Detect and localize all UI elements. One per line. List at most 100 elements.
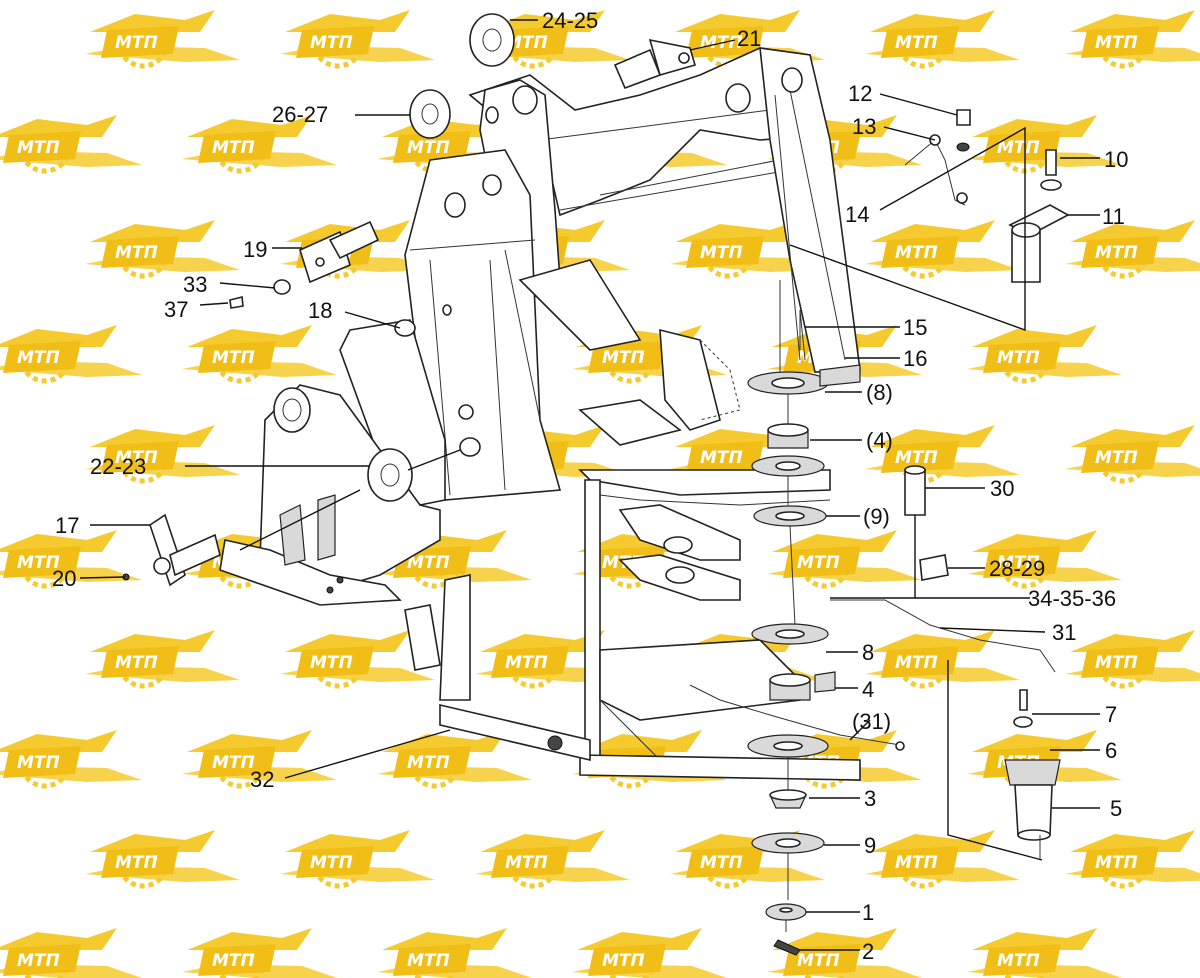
callout-12: 12 xyxy=(848,81,872,106)
watermark-logo: МТП xyxy=(85,220,240,276)
watermark-text: МТП xyxy=(1095,243,1138,263)
callout-15: 15 xyxy=(903,315,927,340)
watermark-logo: МТП xyxy=(475,630,630,686)
watermark-logo: МТП xyxy=(182,325,337,381)
watermark-logo: МТП xyxy=(182,115,337,171)
watermark-text: МТП xyxy=(505,33,548,53)
watermark-logo: МТП xyxy=(0,530,142,586)
loose-parts xyxy=(122,13,1070,860)
watermark-logo: МТП xyxy=(865,220,1020,276)
watermark-text: МТП xyxy=(997,348,1040,368)
callout-13: 13 xyxy=(852,114,876,139)
callout-26-27: 26-27 xyxy=(272,102,328,127)
callout-28-29: 28-29 xyxy=(989,556,1045,581)
leader-lines xyxy=(79,19,1100,951)
watermark-logo: МТП xyxy=(85,425,240,481)
callout-4-paren: (4) xyxy=(866,428,893,453)
watermark-logo: МТП xyxy=(865,425,1020,481)
callout-19: 19 xyxy=(243,237,267,262)
watermark-text: МТП xyxy=(212,348,255,368)
watermark-text: МТП xyxy=(17,553,60,573)
watermark-text: МТП xyxy=(1095,853,1138,873)
watermark-logo: МТП xyxy=(967,928,1122,978)
callout-2: 2 xyxy=(862,939,874,964)
watermark-text: МТП xyxy=(1095,653,1138,673)
callout-5: 5 xyxy=(1110,796,1122,821)
watermark-text: МТП xyxy=(310,653,353,673)
watermark-text: МТП xyxy=(1095,448,1138,468)
watermark-text: МТП xyxy=(602,951,645,971)
watermark-logo: МТП xyxy=(85,830,240,886)
watermark-logo: МТП xyxy=(670,425,825,481)
watermark-logo: МТП xyxy=(967,530,1122,586)
watermark-logo: МТП xyxy=(377,115,532,171)
watermark-logo: МТП xyxy=(280,630,435,686)
watermark-logo: МТП xyxy=(377,928,532,978)
watermark-logo: МТП xyxy=(1065,830,1200,886)
watermark-text: МТП xyxy=(895,243,938,263)
watermark-logo: МТП xyxy=(572,928,727,978)
watermark-text: МТП xyxy=(212,753,255,773)
callout-20: 20 xyxy=(52,566,76,591)
watermark-text: МТП xyxy=(700,448,743,468)
watermark-logo: МТП xyxy=(865,630,1020,686)
watermark-logo: МТП xyxy=(0,730,142,786)
callout-8-paren: (8) xyxy=(866,380,893,405)
callout-1: 1 xyxy=(862,900,874,925)
callout-30: 30 xyxy=(990,476,1014,501)
watermark-text: МТП xyxy=(1095,33,1138,53)
upper-hinge-stack xyxy=(747,280,829,626)
watermark-logo: МТП xyxy=(280,830,435,886)
watermark-text: МТП xyxy=(17,348,60,368)
watermark-text: МТП xyxy=(17,951,60,971)
watermark-logo: МТП xyxy=(1065,10,1200,66)
watermark-logo: МТП xyxy=(1065,425,1200,481)
watermark-logo: МТП xyxy=(670,830,825,886)
callout-37: 37 xyxy=(164,297,188,322)
watermark-text: МТП xyxy=(212,951,255,971)
callout-8: 8 xyxy=(862,640,874,665)
watermark-logo: МТП xyxy=(967,115,1122,171)
watermark-text: МТП xyxy=(997,951,1040,971)
watermark-text: МТП xyxy=(310,853,353,873)
watermark-text: МТП xyxy=(895,33,938,53)
watermark-text: МТП xyxy=(407,753,450,773)
watermark-logo: МТП xyxy=(377,530,532,586)
watermark-logo: МТП xyxy=(670,220,825,276)
watermark-text: МТП xyxy=(407,951,450,971)
callout-24-25: 24-25 xyxy=(542,8,598,33)
watermark-text: МТП xyxy=(602,348,645,368)
watermark-text: МТП xyxy=(700,853,743,873)
watermark-text: МТП xyxy=(115,33,158,53)
callout-10: 10 xyxy=(1104,147,1128,172)
watermark-text: МТП xyxy=(212,138,255,158)
front-frame xyxy=(219,47,861,781)
watermark-logo: МТП xyxy=(865,10,1020,66)
watermark-logo: МТП xyxy=(1065,220,1200,276)
watermark-text: МТП xyxy=(997,138,1040,158)
callout-3: 3 xyxy=(864,786,876,811)
watermark-text: МТП xyxy=(115,243,158,263)
callout-9-paren: (9) xyxy=(863,504,890,529)
callout-16: 16 xyxy=(903,346,927,371)
watermark-text: МТП xyxy=(115,448,158,468)
callout-33: 33 xyxy=(183,272,207,297)
watermark-logo: МТП xyxy=(475,10,630,66)
watermark-logo: МТП xyxy=(182,928,337,978)
callout-6: 6 xyxy=(1105,738,1117,763)
callout-34-35-36: 34-35-36 xyxy=(1028,586,1116,611)
watermark-logo: МТП xyxy=(865,830,1020,886)
watermark-text: МТП xyxy=(115,653,158,673)
callout-4: 4 xyxy=(862,677,874,702)
watermark-logo: МТП xyxy=(0,928,142,978)
watermark-logo: МТП xyxy=(475,830,630,886)
watermark-logo: МТП xyxy=(0,325,142,381)
lower-hinge-stack xyxy=(747,623,836,956)
watermark-text: МТП xyxy=(700,243,743,263)
watermark-text: МТП xyxy=(310,33,353,53)
callout-14: 14 xyxy=(845,202,869,227)
watermark-text: МТП xyxy=(17,753,60,773)
watermark-logo: МТП xyxy=(767,530,922,586)
callout-labels: 24-25 21 26-27 12 13 10 14 11 19 33 37 1… xyxy=(52,8,1128,964)
